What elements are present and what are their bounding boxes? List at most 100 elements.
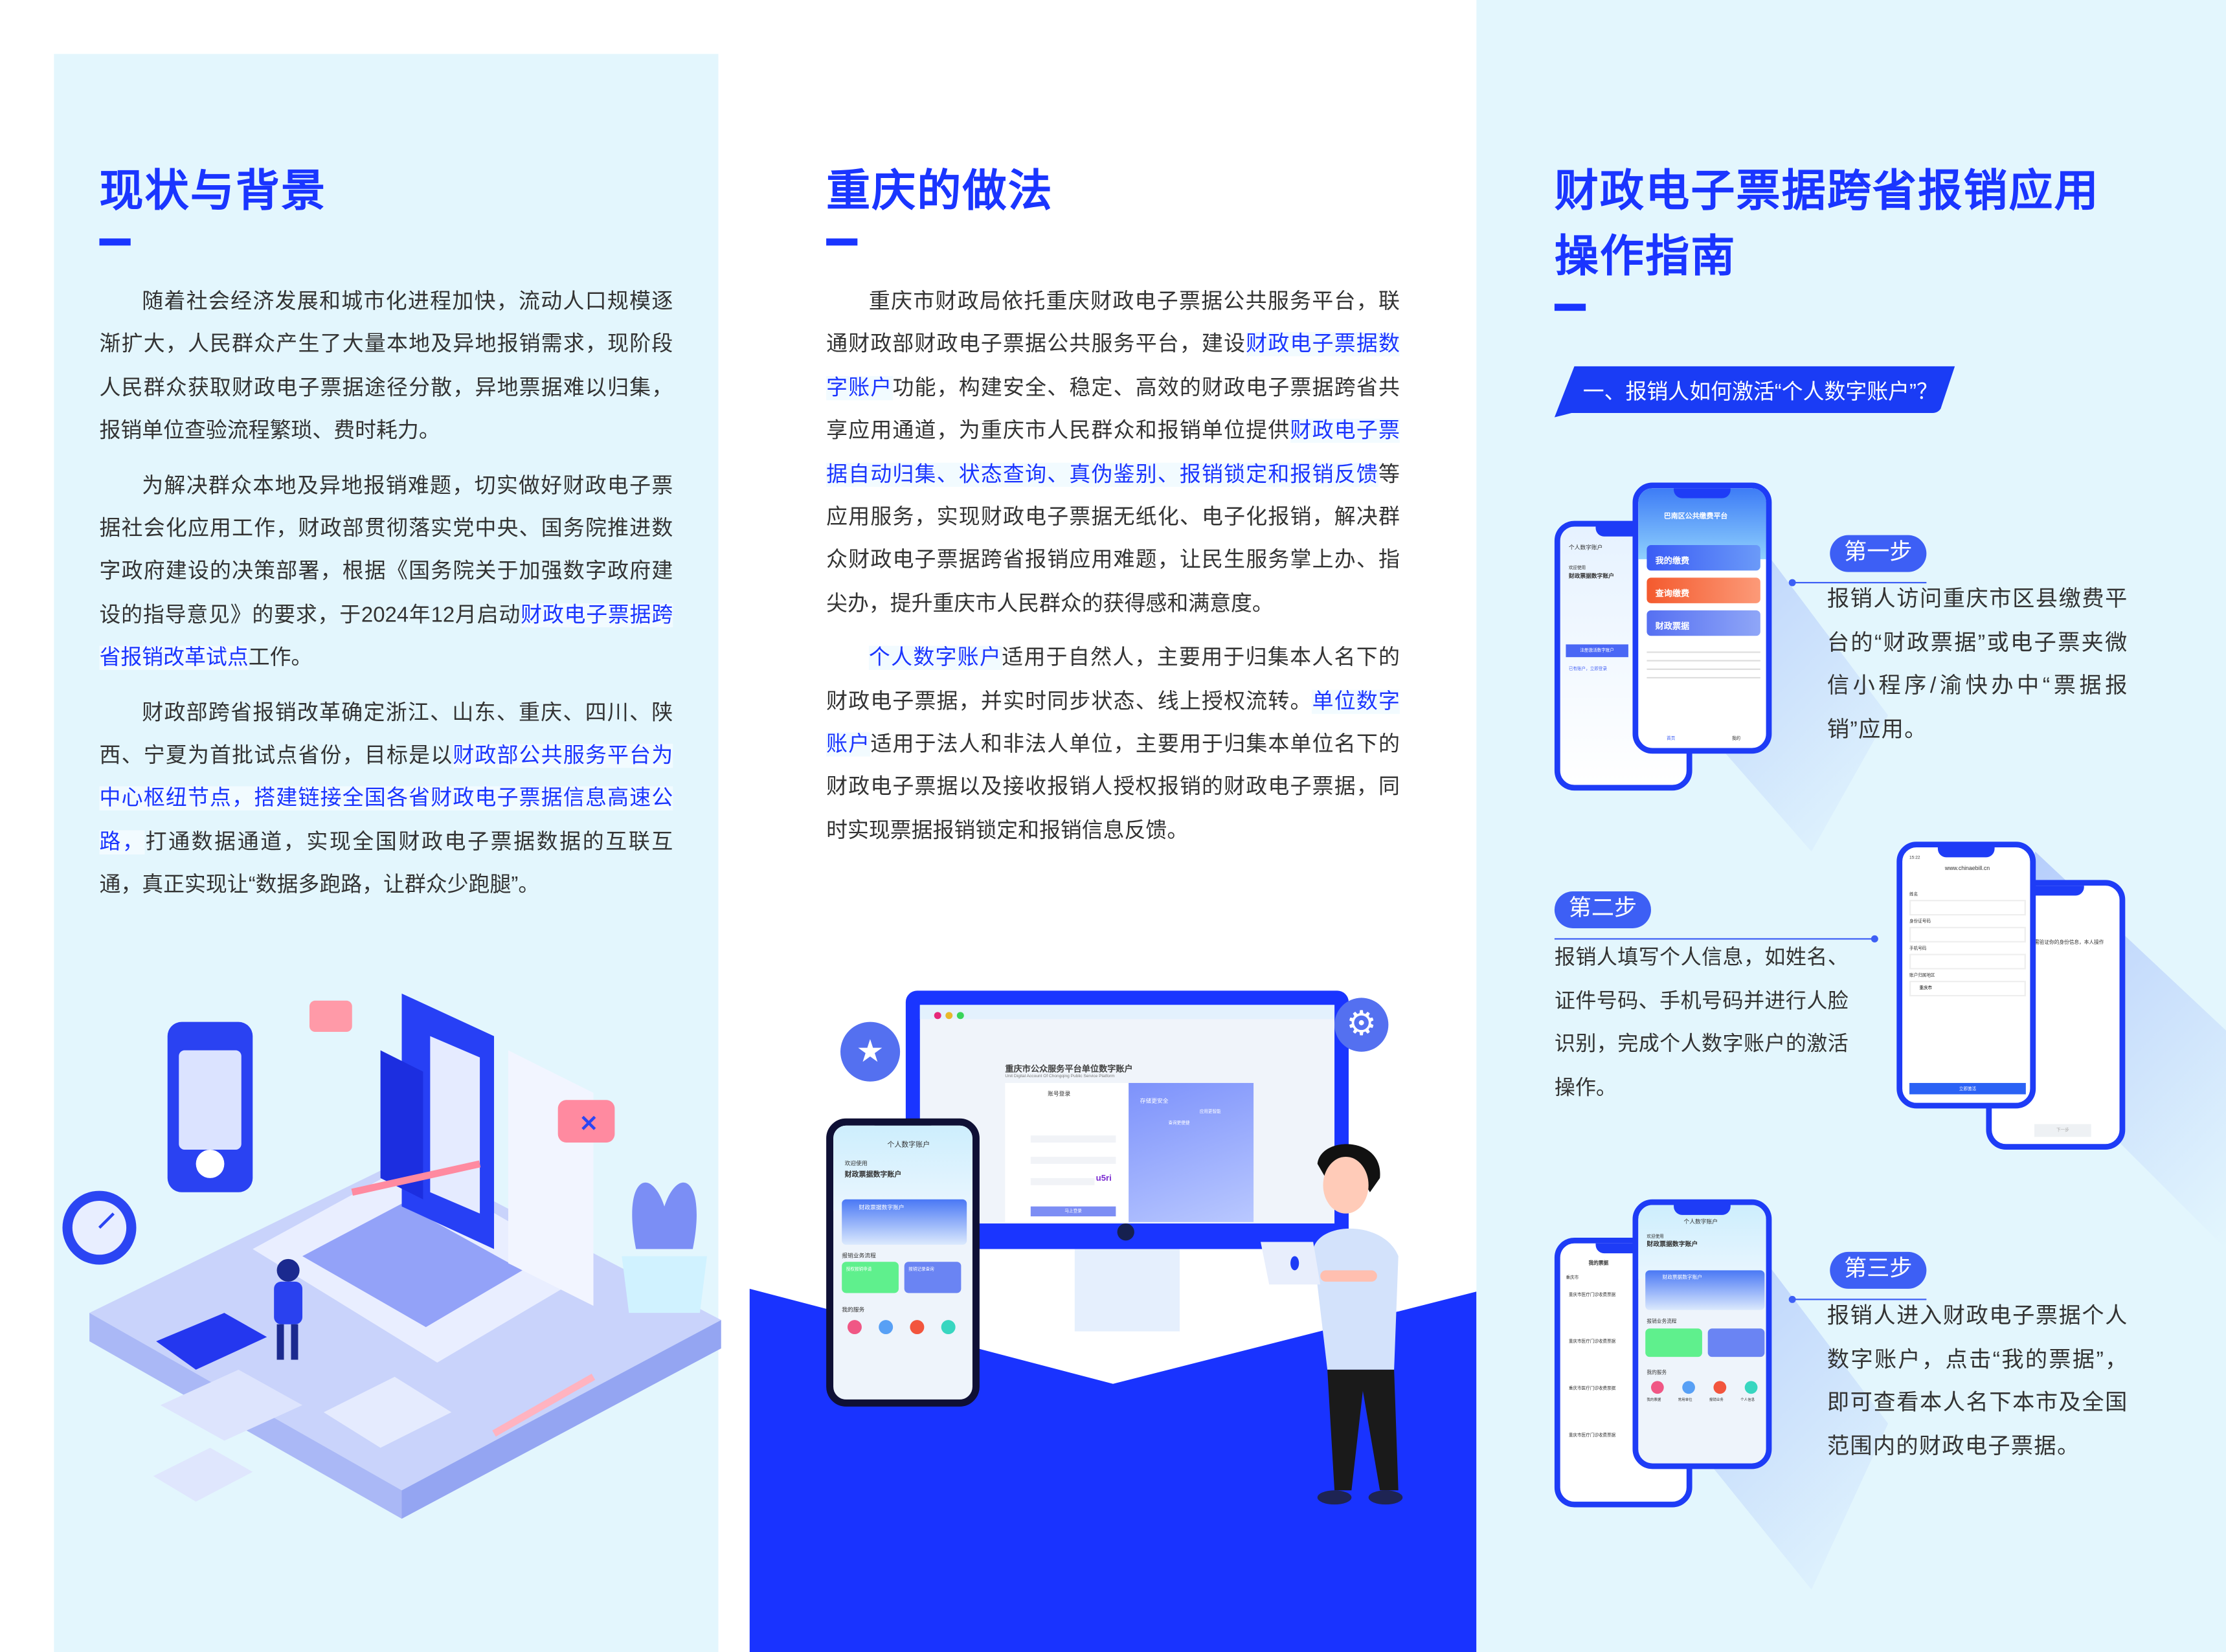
field-label: 姓名 (1909, 891, 1918, 897)
service-icon[interactable] (910, 1320, 925, 1335)
step-label: 第一步 (1830, 535, 1927, 572)
login-tab[interactable]: 账号登录 (1048, 1089, 1071, 1097)
phone-title: 个人数字账户 (887, 1141, 930, 1150)
register-button[interactable]: 注册激活数字账户 (1566, 644, 1628, 658)
section-banner: 一、报销人如何激活“个人数字账户”？ (1554, 366, 1955, 418)
phone-input[interactable] (1909, 954, 2026, 970)
phone-notch (1674, 1205, 1731, 1215)
svg-text:✕: ✕ (579, 1111, 598, 1137)
service-icon[interactable] (847, 1320, 862, 1335)
phone-title: 个人数字账户 (1683, 1218, 1718, 1225)
section-title-chongqing: 重庆的做法 (826, 166, 1053, 216)
auth-apply-card[interactable]: 授权报销申请 (842, 1262, 899, 1293)
account-card[interactable]: 财政票据数字账户 (842, 1199, 967, 1245)
login-button[interactable]: 马上登录 (1030, 1206, 1116, 1217)
card-label: 报销记录查询 (908, 1266, 934, 1272)
bill-item[interactable]: 重庆市医疗门诊收费票据 (1568, 1385, 1616, 1391)
slogan: 查询更便捷 (1168, 1119, 1190, 1126)
field-label: 手机号码 (1909, 945, 1927, 952)
banner-shape (1554, 366, 1955, 418)
paragraph: 为解决群众本地及异地报销难题，切实做好财政电子票据社会化应用工作，财政部贯彻落实… (99, 465, 673, 680)
isometric-laptop-illustration: ✕ (62, 993, 721, 1519)
card-title: 财政票据数字账户 (1662, 1274, 1702, 1280)
title-underline (826, 238, 858, 246)
service-icon[interactable] (879, 1320, 894, 1335)
text: 为解决群众本地及异地报销难题，切实做好财政电子票据社会化应用工作，财政部贯彻落实… (99, 473, 673, 627)
auth-apply-card[interactable] (1645, 1328, 1702, 1357)
status-time: 15:22 (1909, 854, 1920, 860)
login-link[interactable]: 已有账户，立即登录 (1568, 665, 1608, 672)
card-label: 授权报销申请 (846, 1266, 872, 1272)
profile-icon[interactable] (1744, 1381, 1758, 1394)
paragraph: 个人数字账户适用于自然人，主要用于归集本人名下的财政电子票据，并实时同步状态、线… (826, 638, 1400, 853)
text: 随着社会经济发展和城市化进程加快，流动人口规模逐渐扩大，人民群众产生了大量本地及… (99, 289, 673, 443)
service-label: 个人信息 (1740, 1398, 1755, 1403)
tab-home[interactable]: 首页 (1667, 735, 1676, 741)
text: 功能，构建安全、稳定、高效的财政电子票据跨省共享应用通道，为重庆市人民群众和报销… (826, 375, 1400, 443)
fiscal-bill-card[interactable]: 财政票据 (1647, 610, 1760, 636)
field-label: 身份证号码 (1909, 918, 1931, 924)
bill-item[interactable]: 重庆市医疗门诊收费票据 (1568, 1291, 1616, 1298)
gear-bubble-icon: ⚙ (1334, 998, 1389, 1052)
bill-item[interactable]: 重庆市医疗门诊收费票据 (1568, 1338, 1616, 1345)
window-bar (919, 1005, 1335, 1020)
title-underline (99, 238, 131, 246)
my-pay-card[interactable]: 我的缴费 (1647, 544, 1760, 571)
common-units-icon[interactable] (1682, 1381, 1695, 1394)
record-card[interactable] (1707, 1328, 1765, 1357)
section-label: 我的服务 (842, 1306, 865, 1313)
reimburse-icon[interactable] (1713, 1381, 1727, 1394)
captcha-input[interactable] (1030, 1178, 1095, 1185)
id-input[interactable] (1909, 926, 2026, 943)
step-label: 第二步 (1554, 891, 1651, 928)
monitor-stand (1074, 1249, 1180, 1332)
section-label: 报销业务流程 (842, 1251, 876, 1259)
slogan: 应用更智能 (1199, 1108, 1221, 1115)
section-title-background: 现状与背景 (99, 166, 327, 216)
account-name: 财政票据数字账户 (1647, 1240, 1698, 1248)
username-input[interactable] (1030, 1135, 1116, 1143)
bill-item[interactable]: 重庆市医疗门诊收费票据 (1568, 1432, 1616, 1438)
step-connector-line (1554, 938, 1874, 940)
record-card[interactable]: 报销记录查询 (904, 1262, 961, 1293)
captcha-image: u5ri (1096, 1175, 1112, 1184)
card-label: 查询缴费 (1655, 590, 1690, 599)
chongqing-text: 重庆市财政局依托重庆财政电子票据公共服务平台，联通财政部财政电子票据公共服务平台… (826, 281, 1400, 865)
phone-mockup-personal-account: 个人数字账户 欢迎使用 财政票据数字账户 财政票据数字账户 报销业务流程 我的服… (1632, 1199, 1772, 1469)
phone-header (833, 1125, 972, 1211)
city-filter[interactable]: 重庆市 (1566, 1274, 1579, 1280)
slogan: 存储更安全 (1140, 1097, 1169, 1104)
name-input[interactable] (1909, 900, 2026, 916)
region-select[interactable]: 重庆市 (1909, 981, 2026, 997)
card-label: 财政票据 (1655, 623, 1690, 632)
monitor-screen: 重庆市公众服务平台单位数字账户 Unit Digital Account Of … (919, 1005, 1335, 1224)
paragraph: 财政部跨省报销改革确定浙江、山东、重庆、四川、陕西、宁夏为首批试点省份，目标是以… (99, 692, 673, 908)
phone-mockup-info-form: 15:22 www.chinaebill.cn 姓名 身份证号码 手机号码 账户… (1896, 842, 2036, 1109)
my-bills-icon[interactable] (1650, 1381, 1664, 1394)
step-description: 报销人进入财政电子票据个人数字账户，点击“我的票据”，即可查看本人名下本市及全国… (1827, 1304, 2128, 1458)
service-label: 报销业务 (1709, 1398, 1724, 1403)
service-icon[interactable] (941, 1320, 956, 1335)
title-underline (1554, 304, 1586, 311)
query-pay-card[interactable]: 查询缴费 (1647, 577, 1760, 603)
account-card[interactable]: 财政票据数字账户 (1645, 1270, 1765, 1310)
connector-dot (1788, 1295, 1796, 1303)
text: 财政部跨省报销改革确定浙江、山东、重庆、四川、陕西、宁夏为首批试点省份，目标是以 (99, 700, 673, 768)
welcome-text: 欢迎使用 (1568, 564, 1586, 571)
tab-mine[interactable]: 我的 (1731, 735, 1741, 741)
activate-button[interactable]: 立即激活 (1909, 1082, 2026, 1095)
account-name: 财政票据数字账户 (1568, 572, 1614, 579)
card-label: 我的缴费 (1655, 557, 1690, 566)
paragraph: 重庆市财政局依托重庆财政电子票据公共服务平台，联通财政部财政电子票据公共服务平台… (826, 281, 1400, 626)
password-input[interactable] (1030, 1156, 1116, 1164)
minimize-dot-icon (945, 1012, 953, 1020)
login-banner: 存储更安全 应用更智能 查询更便捷 (1129, 1082, 1254, 1222)
step-connector-line (1792, 1299, 1927, 1300)
text: 等应用服务，实现财政电子票据无纸化、电子化报销，解决群众财政电子票据跨省报销应用… (826, 462, 1400, 616)
welcome-text: 欢迎使用 (844, 1159, 868, 1167)
next-button[interactable]: 下一步 (2034, 1124, 2091, 1137)
connector-dot (1788, 579, 1796, 586)
maximize-dot-icon (956, 1012, 964, 1020)
monitor-button (1117, 1223, 1134, 1241)
